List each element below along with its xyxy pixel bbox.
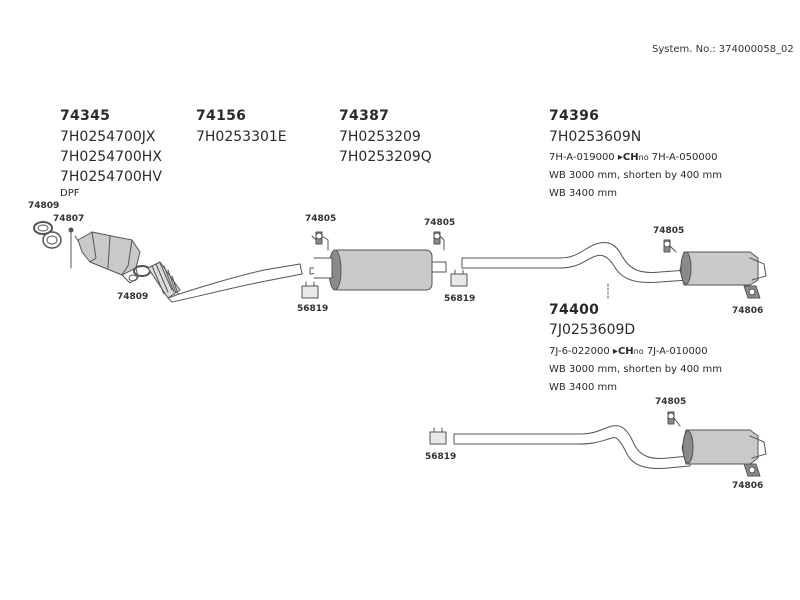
wheelbase-note: WB 3400 mm: [549, 382, 618, 393]
callout-74807: 74807: [53, 214, 85, 224]
oem-list-74345: 7H0254700JX 7H0254700HX 7H0254700HV: [60, 127, 162, 187]
part-notes-74400: 7J-6-022000 ▸CHno 7J-A-010000 WB 3000 mm…: [549, 343, 722, 397]
clamp-56819: [429, 427, 447, 445]
callout-74809: 74809: [28, 201, 60, 211]
callout-74805: 74805: [653, 226, 685, 236]
oem-list-74400: 7J0253609D: [549, 320, 635, 340]
part-number-74400: 74400: [549, 302, 600, 318]
rear-pipe-74396: [461, 242, 689, 283]
rear-pipe-74400: [453, 425, 691, 469]
system-number: System. No.: 374000058_02: [652, 44, 794, 55]
oem-number: 7H0254700HX: [60, 149, 162, 165]
wheelbase-note: WB 3000 mm, shorten by 400 mm: [549, 170, 722, 181]
part-number-74387: 74387: [339, 108, 390, 124]
oem-list-74396: 7H0253609N: [549, 127, 641, 147]
callout-56819: 56819: [444, 294, 476, 304]
part-number-74345: 74345: [60, 108, 111, 124]
wheelbase-note: WB 3400 mm: [549, 188, 618, 199]
oem-list-74156: 7H0253301E: [196, 127, 287, 147]
rear-muffler-74400: [681, 429, 767, 465]
oem-number: 7J0253609D: [549, 322, 636, 338]
arrow-right-icon: ▸: [617, 152, 623, 163]
chassis-range: 7J-6-022000 ▸CHno 7J-A-010000: [549, 346, 708, 357]
callout-74805: 74805: [655, 397, 687, 407]
clamp-74809-front: [33, 221, 53, 235]
flex-pipe-74156: [147, 261, 303, 303]
gasket-74807: [42, 231, 62, 249]
mounting-bracket-74806: [743, 285, 761, 299]
callout-74805: 74805: [305, 214, 337, 224]
callout-74809: 74809: [117, 292, 149, 302]
callout-56819: 56819: [297, 304, 329, 314]
part-notes-74396: 7H-A-019000 ▸CHno 7H-A-050000 WB 3000 mm…: [549, 149, 722, 203]
part-number-74396: 74396: [549, 108, 600, 124]
callout-56819: 56819: [425, 452, 457, 462]
clamp-56819: [450, 269, 468, 287]
part-note-dpf: DPF: [60, 188, 80, 199]
oem-list-74387: 7H0253209 7H0253209Q: [339, 127, 432, 167]
oem-number: 7H0254700JX: [60, 129, 156, 145]
arrow-right-icon: ▸: [612, 346, 618, 357]
oem-number: 7H0253301E: [196, 129, 287, 145]
chassis-range: 7H-A-019000 ▸CHno 7H-A-050000: [549, 152, 718, 163]
rubber-mount-74805: [667, 411, 681, 427]
rubber-mount-74805: [433, 231, 445, 251]
callout-74806: 74806: [732, 481, 764, 491]
callout-74806: 74806: [732, 306, 764, 316]
wheelbase-note: WB 3000 mm, shorten by 400 mm: [549, 364, 722, 375]
oem-number: 7H0253609N: [549, 129, 642, 145]
rubber-mount-74805: [663, 239, 677, 253]
callout-74805: 74805: [424, 218, 456, 228]
center-muffler-74387: [309, 249, 447, 291]
oem-number: 7H0253209Q: [339, 149, 432, 165]
oem-number: 7H0253209: [339, 129, 421, 145]
oem-number: 7H0254700HV: [60, 169, 162, 185]
clamp-56819: [301, 281, 319, 299]
rear-muffler-74396: [679, 251, 767, 286]
part-number-74156: 74156: [196, 108, 247, 124]
mounting-bracket-74806: [743, 463, 761, 477]
dpf-74345: [77, 231, 141, 284]
rubber-mount-74805: [311, 231, 329, 251]
